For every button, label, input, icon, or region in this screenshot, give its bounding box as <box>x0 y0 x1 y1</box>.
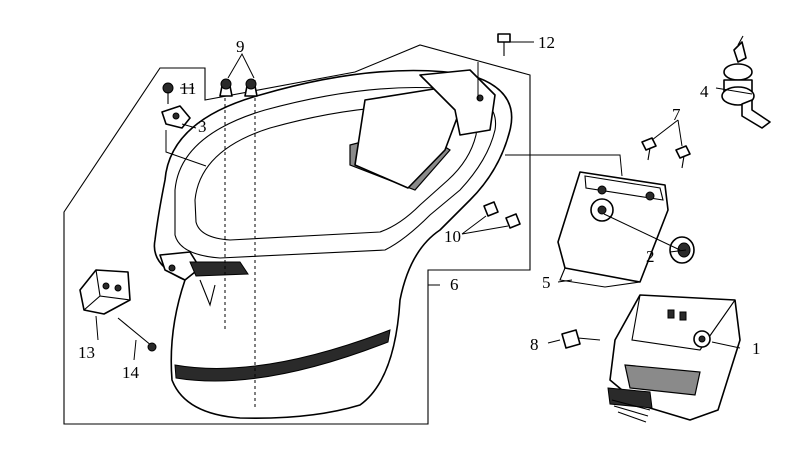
callout-9: 9 <box>236 37 245 56</box>
callout-6: 6 <box>450 275 459 294</box>
leader-lines <box>95 41 753 361</box>
callout-10: 10 <box>444 227 461 246</box>
hardware <box>79 33 691 352</box>
callout-13: 13 <box>78 343 95 362</box>
inner-cover <box>557 171 669 288</box>
callout-1: 1 <box>752 339 761 358</box>
callout-12: 12 <box>538 33 555 52</box>
callout-7: 7 <box>672 105 681 124</box>
callout-2: 2 <box>646 247 655 266</box>
luggage-box <box>153 69 513 420</box>
key-lock <box>721 35 771 129</box>
assembly-outline <box>63 44 531 425</box>
callout-14: 14 <box>122 363 140 382</box>
callout-8: 8 <box>530 335 539 354</box>
battery-cover <box>607 294 741 423</box>
callout-5: 5 <box>542 273 551 292</box>
callout-3: 3 <box>198 117 207 136</box>
callout-4: 4 <box>700 82 709 101</box>
callout-11: 11 <box>180 79 196 98</box>
